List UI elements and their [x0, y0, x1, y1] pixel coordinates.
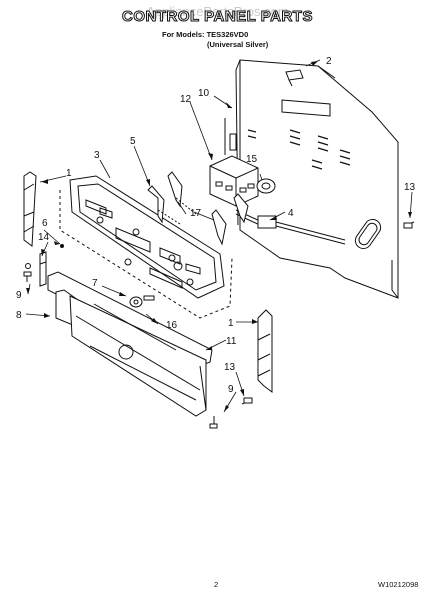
callout-13-lower: 13 — [224, 362, 236, 373]
callout-8: 8 — [16, 310, 22, 321]
variant-line: (Universal Silver) — [207, 40, 269, 49]
callout-5: 5 — [130, 136, 136, 147]
electronic-control — [209, 118, 259, 207]
callout-9-right: 9 — [228, 384, 234, 395]
callout-2: 2 — [326, 56, 332, 67]
page-title: CONTROL PANEL PARTS — [122, 8, 313, 26]
screw-left — [23, 263, 32, 282]
front-panel — [59, 175, 233, 319]
left-bracket — [39, 251, 47, 287]
callout-1-right: 1 — [228, 318, 234, 329]
right-end-cap — [257, 309, 273, 393]
callout-9-left: 9 — [16, 290, 22, 301]
screws-right — [209, 221, 415, 429]
callout-14: 14 — [38, 232, 50, 243]
callout-1-left: 1 — [66, 168, 72, 179]
knob-7 — [129, 295, 155, 308]
harness — [235, 209, 346, 245]
callout-15: 15 — [246, 154, 258, 165]
screw-6 — [60, 244, 64, 248]
callout-7: 7 — [92, 278, 98, 289]
document-number: W10212098 — [378, 580, 419, 589]
callout-10: 10 — [198, 88, 210, 99]
left-end-cap — [23, 171, 37, 247]
callout-11: 11 — [226, 336, 237, 347]
top-clip — [285, 69, 304, 87]
callout-labels: 1 2 3 4 5 6 7 8 9 10 11 12 13 14 15 16 1… — [16, 56, 416, 395]
callout-3: 3 — [94, 150, 100, 161]
models-line: For Models: TES326VD0 — [162, 30, 249, 39]
callout-6: 6 — [42, 218, 48, 229]
knob — [256, 178, 276, 194]
spring-clips — [147, 171, 249, 246]
callout-12: 12 — [180, 94, 192, 105]
callout-13-right: 13 — [404, 182, 416, 193]
arrowheads — [26, 61, 412, 412]
callout-4: 4 — [288, 208, 294, 219]
watermark: AppliancePartsPros.com — [146, 4, 289, 19]
page-number: 2 — [214, 580, 219, 589]
rear-panel — [235, 59, 399, 299]
callout-16: 16 — [166, 320, 178, 331]
callout-17: 17 — [190, 208, 202, 219]
lower-trim — [47, 271, 213, 417]
